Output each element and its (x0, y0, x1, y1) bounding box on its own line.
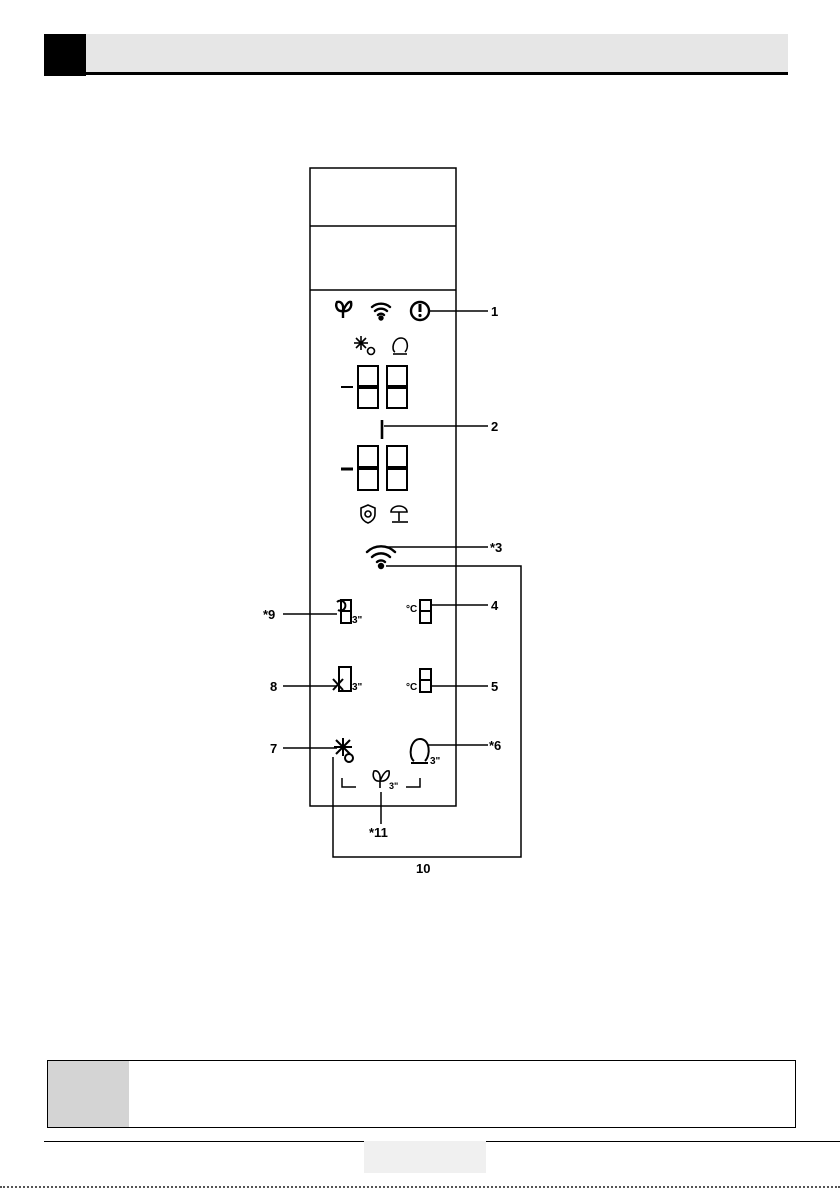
freezer-temperature-icon: °C (406, 669, 431, 693)
callout-3: *3 (490, 540, 502, 555)
eco-leaf-icon (336, 302, 351, 318)
callout-5: 5 (491, 679, 498, 694)
alert-icon (411, 302, 429, 320)
lower-digit-display (341, 446, 407, 490)
timer-label-eco: 3" (389, 781, 398, 791)
celsius-label-freezer: °C (406, 682, 417, 693)
quick-freeze-icon (354, 336, 375, 355)
callout-10: 10 (416, 861, 430, 876)
dotted-edge (0, 1186, 840, 1188)
callout-1: 1 (491, 304, 498, 319)
wifi-icon (372, 304, 390, 320)
upper-digit-display (341, 366, 407, 408)
vacation-button-icon (411, 739, 429, 763)
callout-6: *6 (489, 738, 501, 753)
callout-7: 7 (270, 741, 277, 756)
callout-2: 2 (491, 419, 498, 434)
fridge-quick-cool-icon (337, 600, 351, 623)
callout-4: 4 (491, 598, 499, 613)
note-box (47, 1060, 796, 1128)
timer-label-vacation: 3" (430, 756, 441, 767)
note-icon-area (48, 1061, 129, 1127)
eco-mode-icon (373, 771, 389, 788)
callout-11: *11 (369, 825, 388, 840)
wifi-button-icon (367, 546, 395, 568)
panel-outline (310, 168, 456, 806)
callout-9: *9 (263, 607, 275, 622)
vacation-face-icon (393, 338, 407, 354)
page-number-tab (364, 1141, 486, 1173)
quick-freeze-button-icon (334, 738, 353, 762)
leader-lines (283, 311, 521, 857)
fridge-temperature-icon: °C (406, 600, 431, 623)
shield-face-icon (361, 505, 375, 523)
timer-label-off: 3" (352, 682, 363, 693)
umbrella-icon (391, 506, 408, 522)
fridge-off-icon (333, 667, 351, 691)
celsius-label: °C (406, 604, 417, 615)
timer-label: 3" (352, 615, 363, 626)
callout-8: 8 (270, 679, 277, 694)
